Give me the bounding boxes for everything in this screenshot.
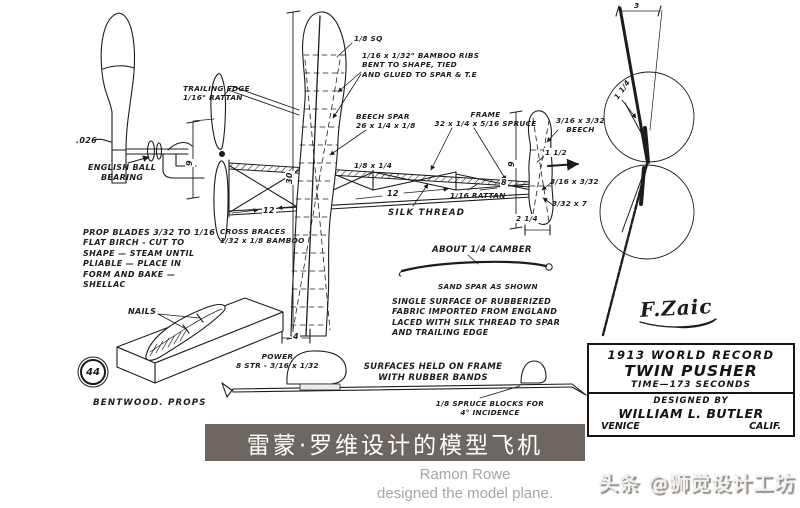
caption-en-line1: Ramon Rowe — [419, 466, 511, 483]
dim-2-1-4: 2 1/4 — [515, 214, 539, 224]
designer-city: VENICE — [601, 421, 640, 432]
label-sand-spar: SAND SPAR AS SHOWN — [438, 282, 538, 291]
dim-8: 8 — [500, 178, 508, 189]
caption-en-line2: designed the model plane. — [377, 484, 553, 502]
signature: F.Zaic — [639, 294, 714, 322]
label-prop-blades-note: PROP BLADES 3/32 TO 1/16 FLAT BIRCH - CU… — [83, 228, 216, 289]
designer-name: WILLIAM L. BUTLER — [618, 406, 764, 421]
watermark: 头条 @狮觉设计工坊 — [598, 471, 795, 495]
label-english-ball-bearing: ENGLISH BALL BEARING — [88, 163, 157, 183]
label-rattan-tail: 1/16 RATTAN — [450, 191, 506, 200]
label-incidence: 1/8 SPRUCE BLOCKS FOR 4° INCIDENCE — [435, 399, 545, 418]
dim-9-tail: 9 — [507, 160, 518, 168]
dim-1-1-2: 1 1/2 — [544, 148, 568, 158]
dim-9-left: 9 — [185, 159, 196, 167]
caption-zh: 雷蒙·罗维设计的模型飞机 — [246, 432, 544, 459]
label-strut-size: 1/8 x 1/4 — [353, 161, 394, 171]
record-title: 1913 WORLD RECORD — [607, 348, 775, 362]
dim-12-left: 12 — [262, 206, 276, 217]
dim-4: 4 — [292, 332, 300, 343]
dim-12-right: 12 — [386, 189, 400, 200]
record-time: TIME—173 SECONDS — [631, 380, 751, 390]
designer-state: CALIF. — [749, 421, 781, 432]
label-camber: ABOUT 1/4 CAMBER — [432, 245, 532, 255]
prop-disc-view — [599, 5, 695, 337]
dim-30: 30 — [285, 171, 296, 185]
label-silk-thread: SILK THREAD — [388, 208, 466, 218]
label-beech-spar: BEECH SPAR 26 x 1/4 x 1/8 — [356, 112, 416, 131]
record-subtitle: TWIN PUSHER — [624, 362, 758, 380]
label-bamboo-ribs: 1/16 x 1/32" BAMBOO RIBS BENT TO SHAPE, … — [362, 51, 480, 79]
label-rubber-bands: SURFACES HELD ON FRAME WITH RUBBER BANDS — [363, 362, 503, 384]
caption-en: Ramon Rowe designed the model plane. — [350, 466, 580, 504]
label-tail-beech: 3/16 x 3/32 BEECH — [556, 116, 605, 135]
side-view — [221, 350, 587, 399]
label-wire-gauge: .026 — [76, 136, 97, 145]
label-power: POWER 8 STR - 3/16 x 1/32 — [236, 352, 319, 371]
label-bentwood-props: BENTWOOD. PROPS — [93, 398, 207, 408]
label-frame: FRAME 32 x 1/4 x 5/16 SPRUCE — [434, 110, 537, 129]
label-nails: NAILS — [128, 307, 157, 316]
designed-by-label: DESIGNED BY — [653, 396, 729, 406]
bentwood-form — [116, 297, 284, 384]
propeller-side-view — [93, 12, 205, 184]
signature-flourish — [639, 318, 717, 329]
dim-top-right: 3 — [634, 1, 640, 10]
label-tip-sq: 1/8 SQ — [354, 34, 383, 43]
wing-panel — [281, 10, 507, 344]
record-info-box: 1913 WORLD RECORD TWIN PUSHER TIME—173 S… — [587, 343, 795, 437]
label-cross-braces: CROSS BRACES 1/32 x 1/8 BAMBOO — [220, 227, 305, 246]
label-tail-size: 3/16 x 3/32 — [550, 177, 599, 186]
label-fabric-note: SINGLE SURFACE OF RUBBERIZED FABRIC IMPO… — [392, 297, 561, 338]
label-trailing-edge: TRAILING EDGE 1/16" RATTAN — [183, 84, 250, 103]
tail-plane — [509, 110, 579, 236]
figure-number-badge: 44 — [80, 359, 106, 385]
technical-drawing — [93, 5, 717, 399]
label-tail-rib: 3/32 x 7 — [552, 199, 588, 208]
caption-bar: 雷蒙·罗维设计的模型飞机 — [205, 424, 585, 461]
camber-section — [398, 254, 553, 277]
